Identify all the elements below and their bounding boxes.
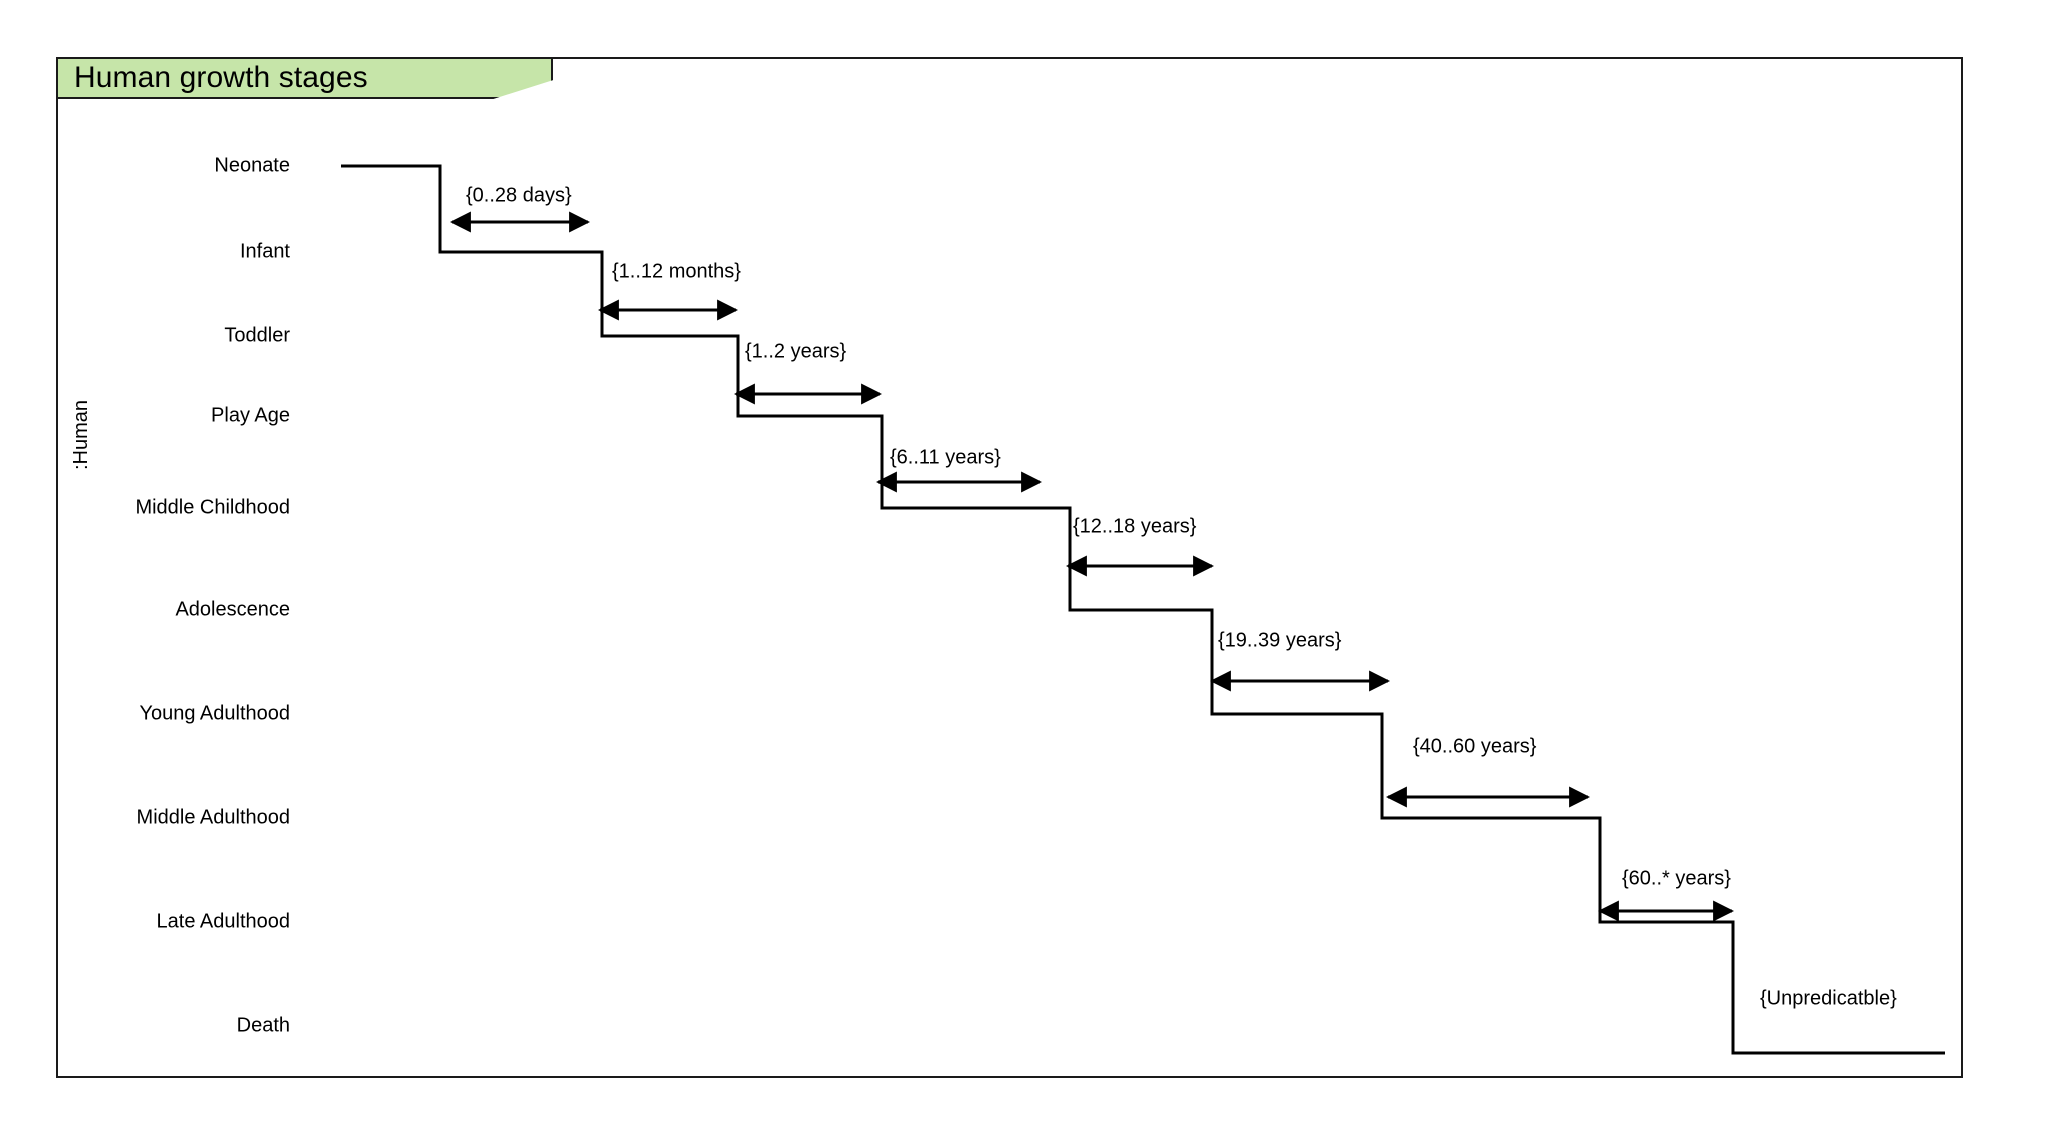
lane-label: Neonate [214,154,290,177]
diagram-title-banner: Human growth stages [56,57,553,99]
lane-label: Death [236,1014,290,1037]
duration-constraint-label: {12..18 years} [1073,515,1197,538]
duration-constraint-label: {0..28 days} [466,184,572,207]
duration-constraint-label: {60..* years} [1622,867,1731,890]
lane-label: Play Age [211,404,290,427]
lane-label: Late Adulthood [156,910,290,933]
duration-constraint-label: {19..39 years} [1218,629,1342,652]
lane-label: Young Adulthood [139,702,290,725]
lane-label: Infant [239,240,290,263]
duration-constraint-label: {6..11 years} [890,446,1001,469]
duration-constraint-label: {40..60 years} [1413,735,1537,758]
lane-label: Toddler [224,324,290,347]
lane-label: Middle Adulthood [136,806,290,829]
lifeline-label: :Human [70,400,93,470]
lane-label: Middle Childhood [135,496,290,519]
duration-constraint-label: {1..12 months} [612,260,741,283]
lane-label: Adolescence [175,598,290,621]
diagram-frame [56,57,1963,1078]
diagram-title: Human growth stages [74,61,368,94]
duration-constraint-label: {1..2 years} [745,340,847,363]
duration-constraint-label: {Unpredicatble} [1760,987,1897,1010]
